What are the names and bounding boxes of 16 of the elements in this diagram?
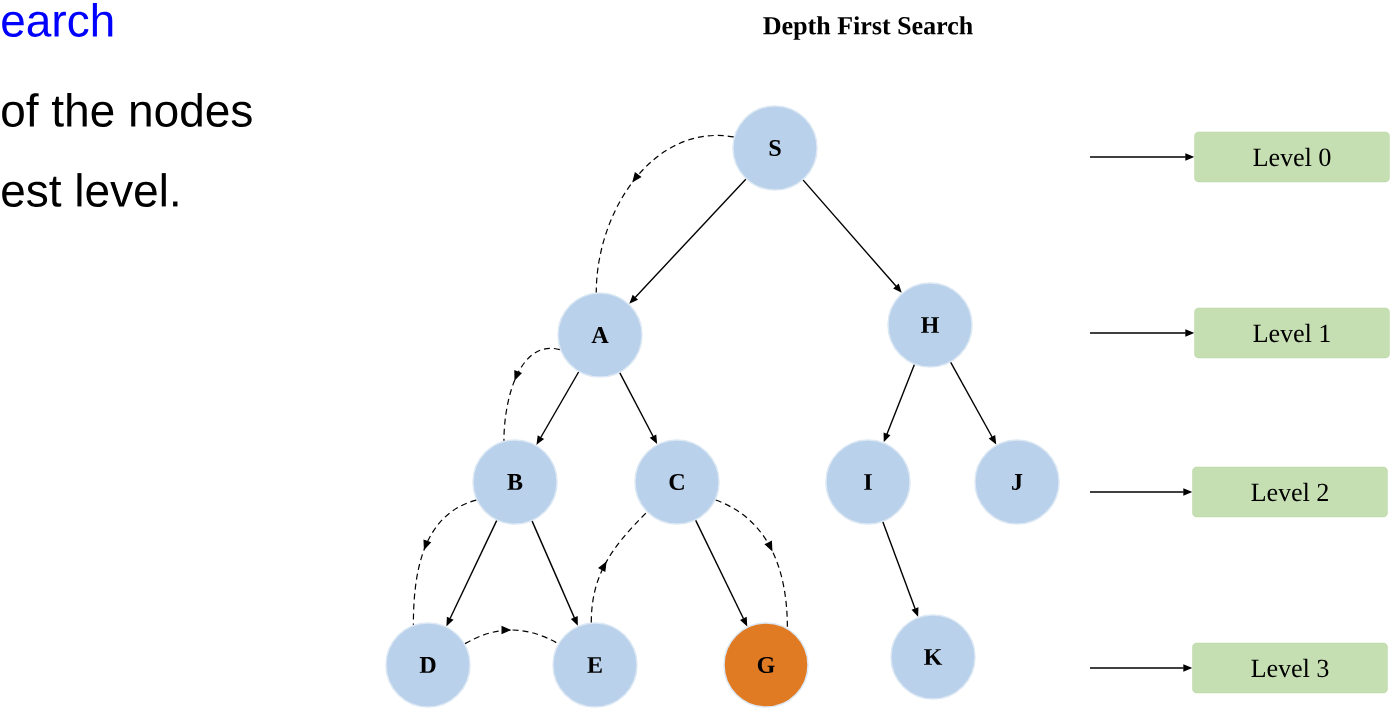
dashed-arrow [595, 134, 735, 293]
arrow [802, 179, 902, 293]
arrow [629, 178, 747, 304]
level-box: Level 2 [1192, 466, 1388, 518]
dashed-arrow [464, 625, 559, 645]
dashed-arrow [503, 347, 561, 442]
dashed-arrow [715, 499, 788, 629]
dashed-arrow [412, 499, 477, 626]
level-box: Level 0 [1194, 131, 1390, 183]
dashed-arrow [590, 511, 648, 623]
title: Depth First Search [763, 16, 973, 40]
level-box: Level 1 [1194, 307, 1390, 359]
level-box: Level 3 [1192, 642, 1388, 694]
slide-text: earch [2, 3, 113, 37]
slide-text: of the nodes [2, 93, 252, 127]
slide-text: est level. [2, 173, 178, 207]
